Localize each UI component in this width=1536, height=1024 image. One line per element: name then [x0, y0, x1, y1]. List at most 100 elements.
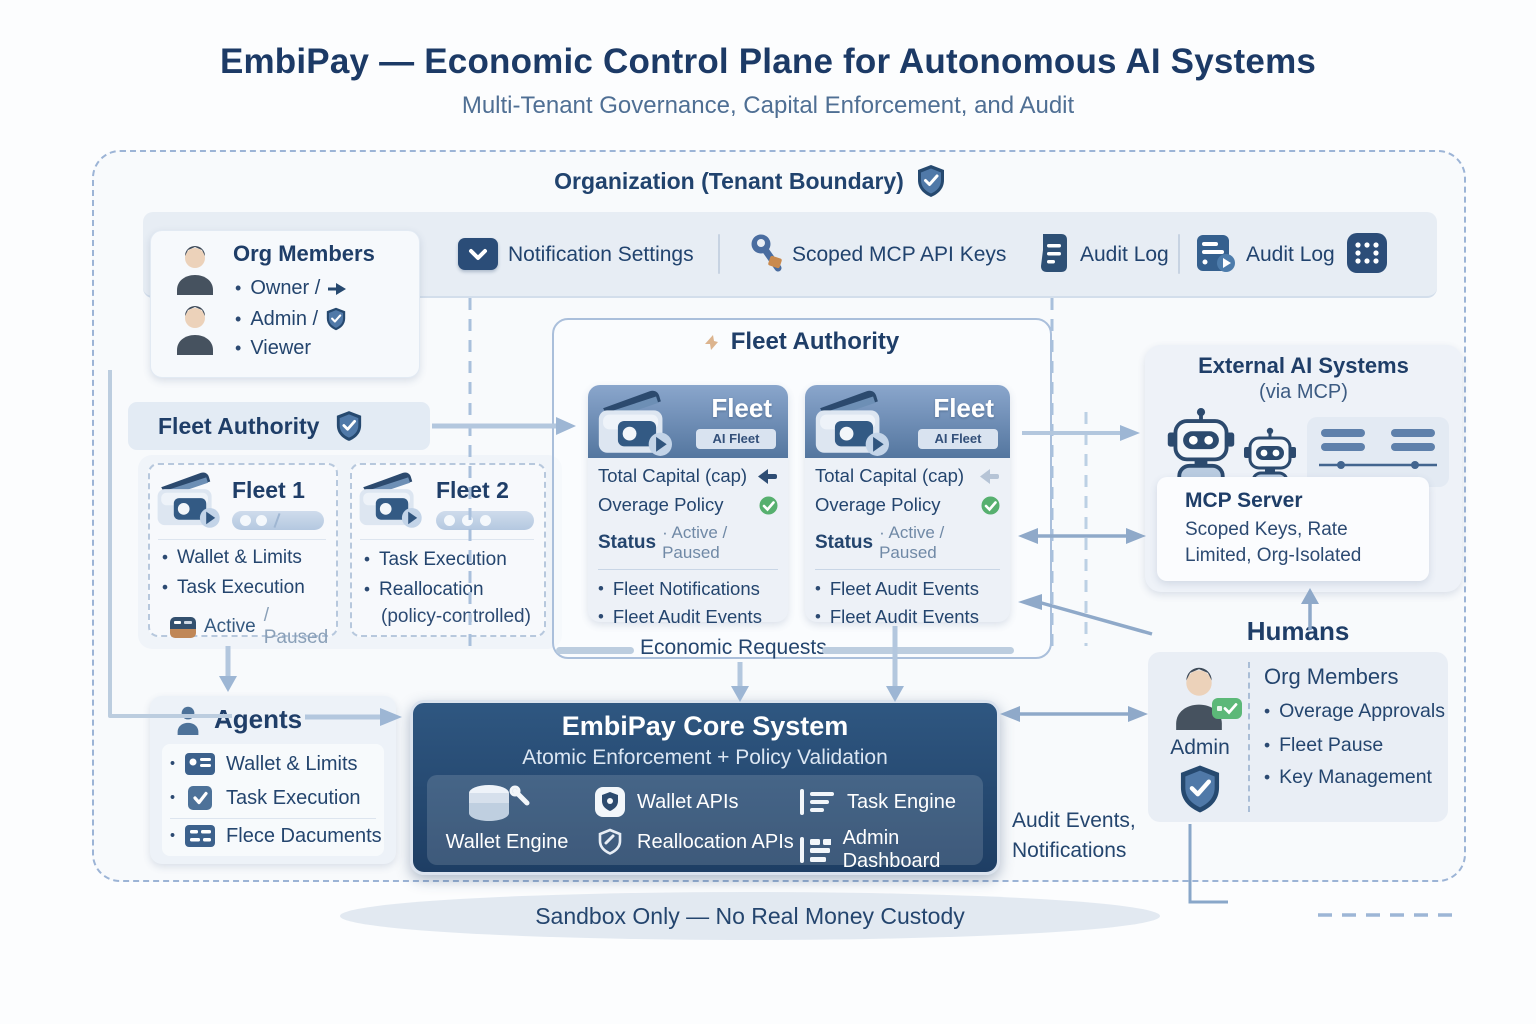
audit-log-label: Audit Log: [1080, 243, 1169, 266]
humans-org-members-title: Org Members: [1264, 664, 1399, 689]
core-subtitle: Atomic Enforcement + Policy Validation: [522, 746, 888, 769]
sandbox-label: Sandbox Only — No Real Money Custody: [535, 903, 965, 929]
economic-requests-label: Economic Requests: [640, 636, 827, 659]
check-circle-icon: [981, 496, 1000, 514]
fleet2-item-note: (policy-controlled): [381, 606, 531, 627]
agents-item: Wallet & Limits: [226, 752, 358, 775]
fleet-authority-left-title: Fleet Authority: [158, 412, 320, 439]
org-boundary-header: Organization (Tenant Boundary): [300, 164, 1200, 198]
wallet-icon: [594, 387, 680, 457]
avatar: [173, 243, 217, 295]
divider: [1178, 234, 1180, 274]
overage-label: Overage Policy: [598, 494, 724, 515]
humans-title: Humans: [1246, 616, 1350, 646]
ai-fleet-badge: AI Fleet: [918, 429, 998, 449]
shield-check-icon: [335, 410, 363, 442]
arrow-left-icon: [980, 468, 999, 484]
list-document-icon: [1197, 235, 1235, 272]
sandbox-band: [340, 892, 1160, 940]
fleet1-title: Fleet 1: [232, 477, 305, 503]
org-member-owner: Owner /: [250, 277, 321, 299]
fleet2-title: Fleet 2: [436, 477, 509, 503]
audit-events-label-line1: Audit Events,: [1012, 809, 1136, 832]
external-ai-title: External AI Systems: [1198, 353, 1409, 378]
fleet-card-b: Fleet AI Fleet Total Capital (cap) Overa…: [805, 385, 1010, 627]
ai-fleet-badge: AI Fleet: [696, 429, 776, 449]
fleet-card-b-bullet: Fleet Audit Events: [815, 578, 1000, 600]
checkbox-icon: [188, 786, 213, 810]
agents-card: Agents Wallet & Limits Task Execution: [150, 696, 396, 864]
person-icon: [177, 706, 199, 735]
org-members-title: Org Members: [233, 241, 375, 266]
external-ai-panel: External AI Systems (via MCP) MCP Server…: [1145, 345, 1462, 592]
agents-item: Task Execution: [226, 786, 361, 809]
agents-list-panel: Wallet & Limits Task Execution Flece Dac…: [162, 744, 384, 856]
avatar: [173, 303, 217, 355]
humans-card: Admin Org Members Overage Approvals Flee…: [1148, 652, 1448, 822]
document-icon: [1041, 234, 1067, 272]
fleet2-card: Fleet 2 Task Execution Reallocation (pol…: [350, 463, 546, 637]
chevron-down-icon: [469, 249, 487, 260]
status-value: · Active / Paused: [662, 523, 728, 562]
fleet1-item: Wallet & Limits: [162, 547, 302, 569]
badge-check-icon: [1212, 698, 1242, 719]
fleet-authority-center-title: Fleet Authority: [730, 328, 900, 355]
external-ai-subtitle: (via MCP): [1259, 381, 1348, 403]
agents-item: Flece Dacuments: [226, 824, 382, 847]
org-member-viewer: Viewer: [250, 337, 312, 359]
status-value: · Active / Paused: [879, 523, 945, 562]
admin-label: Admin: [1170, 736, 1230, 759]
pointer-icon: [704, 335, 718, 350]
core-system-box: EmbiPay Core System Atomic Enforcement +…: [410, 700, 1000, 875]
progress-pill: [436, 511, 534, 530]
audit-log-label: Audit Log: [1246, 243, 1335, 266]
status-label: Status: [598, 532, 657, 553]
overage-label: Overage Policy: [815, 494, 941, 515]
audit-events-label-line2: Notifications: [1012, 839, 1127, 862]
fleet-card-a-bullet: Fleet Audit Events: [598, 606, 778, 628]
arrow-left-icon: [758, 468, 777, 484]
core-wallet-apis-label: Wallet APIs: [637, 790, 739, 813]
notification-badge-icon: [458, 238, 498, 270]
notification-settings-label: Notification Settings: [508, 243, 694, 266]
page-subtitle: Multi-Tenant Governance, Capital Enforce…: [461, 92, 1075, 119]
list-lines-icon: [800, 789, 834, 815]
check-circle-icon: [759, 496, 778, 514]
scoped-keys-label: Scoped MCP API Keys: [792, 243, 1007, 266]
list-rows-icon: [800, 837, 831, 863]
shield-badge-icon: [595, 787, 625, 817]
shield-check-icon: [1178, 764, 1222, 814]
mcp-server-desc: Scoped Keys, Rate Limited, Org-Isolated: [1185, 519, 1362, 566]
org-members-card: Org Members Owner / Admin / Viewer: [150, 230, 420, 378]
core-reallocation-apis-label: Reallocation APIs: [637, 830, 794, 853]
grid-dots-icon: [1347, 233, 1387, 273]
fleet1-card: Fleet 1 Wallet & Limits Task Execution A…: [148, 463, 338, 648]
agents-title: Agents: [214, 704, 303, 734]
wallet-icon: [356, 469, 428, 529]
divider: [1248, 662, 1250, 812]
list-rows-icon: [185, 825, 216, 847]
fleet-card-a-bullet: Fleet Notifications: [598, 578, 778, 600]
progress-pill: [232, 511, 324, 530]
divider: [718, 234, 720, 274]
mcp-server-card: MCP Server Scoped Keys, Rate Limited, Or…: [1157, 477, 1429, 581]
fleet1-status-active: Active: [204, 616, 256, 637]
key-icon: [751, 234, 782, 272]
core-title: EmbiPay Core System: [561, 711, 849, 741]
fleet-authority-left-header: Fleet Authority: [128, 402, 430, 450]
id-card-icon: [185, 753, 216, 775]
status-label: Status: [815, 532, 874, 553]
arrow-right-icon: [328, 282, 347, 295]
humans-item: Fleet Pause: [1279, 734, 1384, 756]
core-wallet-engine-label: Wallet Engine: [445, 831, 569, 853]
capital-label: Total Capital (cap): [815, 465, 965, 486]
avatar: [1170, 664, 1228, 730]
shield-outline-icon: [598, 828, 622, 855]
page-title: EmbiPay — Economic Control Plane for Aut…: [219, 42, 1317, 81]
fleet2-item: Task Execution: [364, 549, 507, 571]
wallet-icon: [154, 469, 226, 529]
shield-icon: [325, 307, 347, 331]
fleet-card-a-title: Fleet: [711, 393, 772, 423]
core-task-engine-label: Task Engine: [847, 790, 956, 813]
